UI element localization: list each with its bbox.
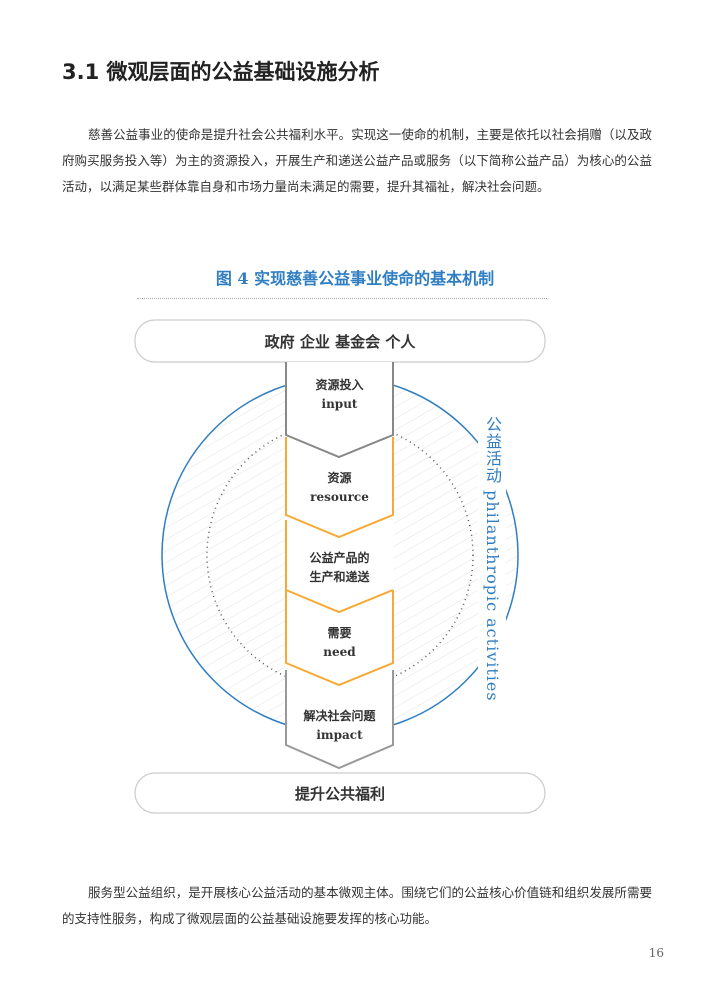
inner-dotted-circle	[206, 421, 474, 689]
step-impact-en: impact	[316, 728, 363, 742]
bottom-bar-label: 提升公共福利	[294, 785, 385, 803]
step-input-shape	[285, 362, 394, 459]
paragraph-conclusion: 服务型公益组织，是开展核心公益活动的基本微观主体。围绕它们的公益核心价值链和组织…	[62, 885, 652, 926]
divider	[137, 298, 547, 299]
step-product-shape	[285, 520, 394, 614]
step-impact-zh: 解决社会问题	[303, 709, 376, 723]
step-need-shape	[285, 590, 394, 687]
step-resource-zh: 资源	[327, 471, 352, 485]
top-bar-label: 政府 企业 基金会 个人	[264, 333, 416, 351]
activities-label: 公益活动 philanthropic activities	[478, 412, 506, 706]
figure-title: 图 4 实现慈善公益事业使命的基本机制	[215, 269, 495, 288]
step-need-en: need	[323, 645, 356, 659]
step-product: 公益产品的 生产和递送	[286, 549, 393, 587]
step-need-zh: 需要	[327, 626, 352, 640]
step-resource-en: resource	[310, 490, 369, 504]
step-input-zh: 资源投入	[315, 378, 364, 392]
bottom-bar	[134, 772, 546, 814]
step-product-line2: 生产和递送	[309, 570, 370, 584]
step-input-en: input	[321, 397, 358, 411]
paragraph-intro: 慈善公益事业的使命是提升社会公共福利水平。实现这一使命的机制，主要是依托以社会捐…	[62, 127, 652, 194]
step-resource-shape	[285, 437, 394, 539]
step-impact: 解决社会问题 impact	[286, 707, 393, 745]
step-resource: 资源 resource	[286, 469, 393, 507]
section-heading: 3.1 微观层面的公益基础设施分析	[62, 60, 380, 84]
page-number: 16	[648, 946, 664, 960]
step-impact-shape	[285, 670, 394, 770]
step-product-line1: 公益产品的	[309, 551, 370, 565]
step-need: 需要 need	[286, 624, 393, 662]
step-input: 资源投入 input	[286, 376, 393, 414]
